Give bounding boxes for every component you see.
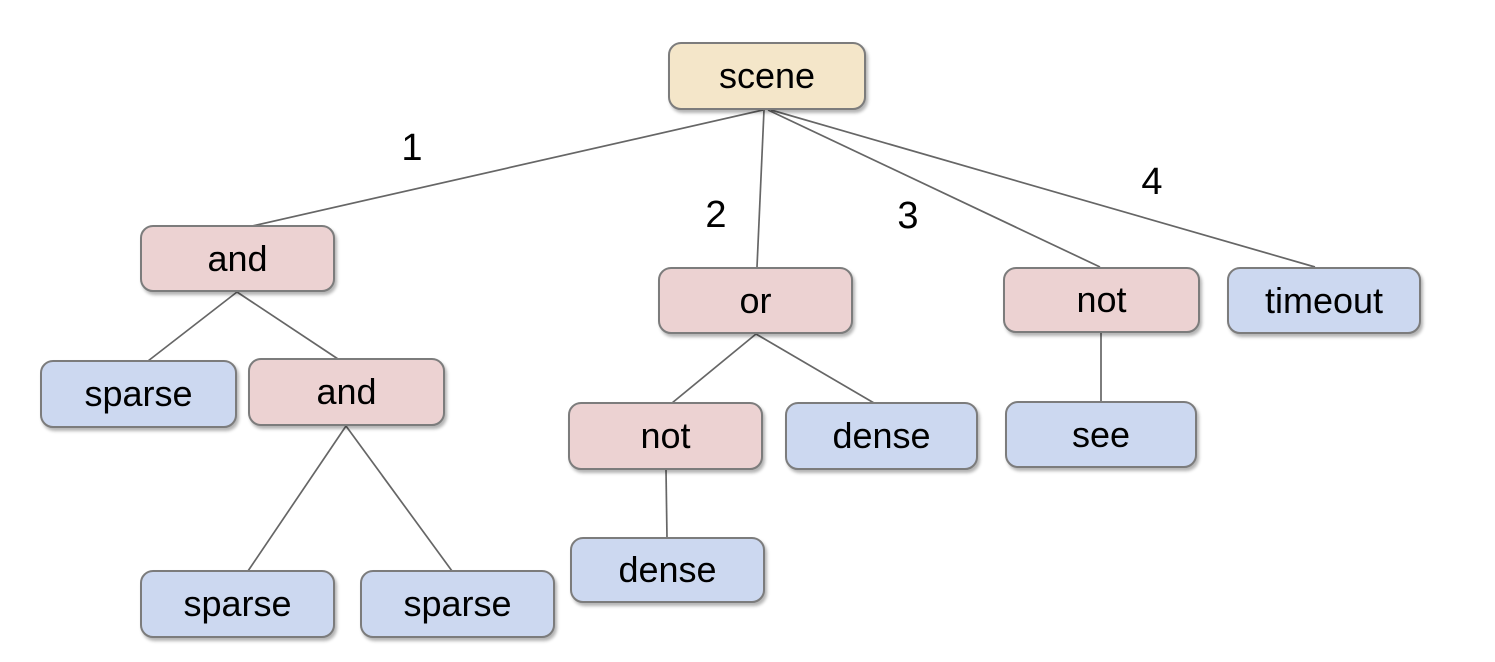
edge-label-2: 2: [705, 194, 727, 236]
node-or-1: or: [658, 267, 853, 334]
node-timeout-1: timeout: [1227, 267, 1421, 334]
edge-label-1: 1: [401, 127, 423, 169]
node-and-2: and: [248, 358, 445, 426]
edge-and-1-to-sparse-1: [147, 291, 238, 362]
edge-scene-to-timeout-1: [770, 109, 1316, 268]
edge-and-2-to-sparse-2: [247, 425, 347, 572]
edge-scene-to-or-1: [756, 109, 765, 268]
node-not-2: not: [568, 402, 763, 470]
node-see-1: see: [1005, 401, 1197, 468]
edge-or-1-to-not-2: [671, 333, 757, 404]
node-sparse-3: sparse: [360, 570, 555, 638]
edge-label-4: 4: [1141, 161, 1163, 203]
node-sparse-1: sparse: [40, 360, 237, 428]
edge-scene-to-and-1: [247, 109, 764, 228]
node-sparse-2: sparse: [140, 570, 335, 638]
edge-scene-to-not-1: [767, 109, 1101, 268]
edge-and-1-to-and-2: [236, 291, 339, 360]
edge-not-2-to-dense-2: [665, 469, 668, 539]
node-scene: scene: [668, 42, 866, 110]
edge-label-3: 3: [897, 195, 919, 237]
node-dense-2: dense: [570, 537, 765, 603]
node-and-1: and: [140, 225, 335, 292]
edge-or-1-to-dense-1: [755, 333, 875, 404]
node-dense-1: dense: [785, 402, 978, 470]
node-not-1: not: [1003, 267, 1200, 333]
edge-and-2-to-sparse-3: [345, 425, 453, 572]
